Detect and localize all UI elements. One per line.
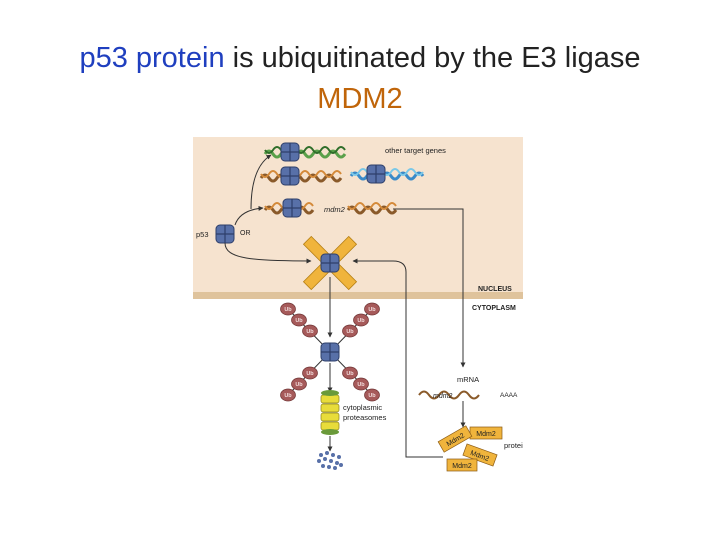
slide-title: p53 protein is ubiquitinated by the E3 l… <box>0 38 720 120</box>
mdm2-protein: Mdm2 <box>469 426 503 440</box>
p53-tetramer <box>282 198 302 218</box>
p53-tetramer <box>280 142 300 162</box>
dna-helix <box>349 168 425 181</box>
label-nucleus: NUCLEUS <box>478 286 512 293</box>
svg-text:Mdm2: Mdm2 <box>452 463 472 470</box>
label-proteasomes-1: cytoplasmic <box>343 403 382 412</box>
mdm2-protein: Mdm2 <box>446 458 478 472</box>
arrow-p53-to-genes <box>234 205 264 226</box>
title-ubiquitinated-text: is ubiquitinated by the E3 ligase <box>224 42 641 74</box>
label-aaaa: AAAA <box>500 392 518 399</box>
p53-tetramer-free <box>215 224 235 244</box>
arrow-transcription <box>393 208 466 368</box>
title-line-1: p53 protein is ubiquitinated by the E3 l… <box>0 38 720 79</box>
dna-helix <box>263 146 347 159</box>
label-protein: protein <box>504 441 523 450</box>
label-other-target-genes: other target genes <box>385 146 446 155</box>
p53-tetramer <box>366 164 386 184</box>
label-mrna-mdm2: mdm2 <box>433 393 453 400</box>
title-mdm2: MDM2 <box>317 83 403 115</box>
mdm2-gene-dna <box>263 202 398 215</box>
nucleus-region <box>193 137 523 294</box>
p53-mdm2-complex <box>302 235 358 291</box>
p53-mdm2-pathway-diagram: Ub other target genes mdm2 p53 OR <box>193 137 523 477</box>
label-or: OR <box>240 230 251 237</box>
label-mrna: mRNA <box>457 375 479 384</box>
arrow-to-other-genes <box>250 154 272 210</box>
label-p53: p53 <box>196 230 209 239</box>
nuclear-membrane <box>193 292 523 299</box>
dna-helix <box>259 170 343 183</box>
svg-text:Mdm2: Mdm2 <box>476 431 496 438</box>
title-p53-protein: p53 protein <box>79 42 225 74</box>
label-mdm2-gene: mdm2 <box>324 205 346 214</box>
label-cytoplasm: CYTOPLASM <box>472 305 516 312</box>
proteasome <box>320 390 340 435</box>
arrow-p53-to-complex <box>224 242 312 264</box>
label-proteasomes-2: proteasomes <box>343 413 387 422</box>
p53-tetramer <box>280 166 300 186</box>
degraded-peptides <box>317 451 343 470</box>
arrow-mdm2-binds-p53 <box>352 258 443 458</box>
mdm2-mrna <box>418 390 480 400</box>
polyubiquitinated-p53 <box>280 302 380 402</box>
